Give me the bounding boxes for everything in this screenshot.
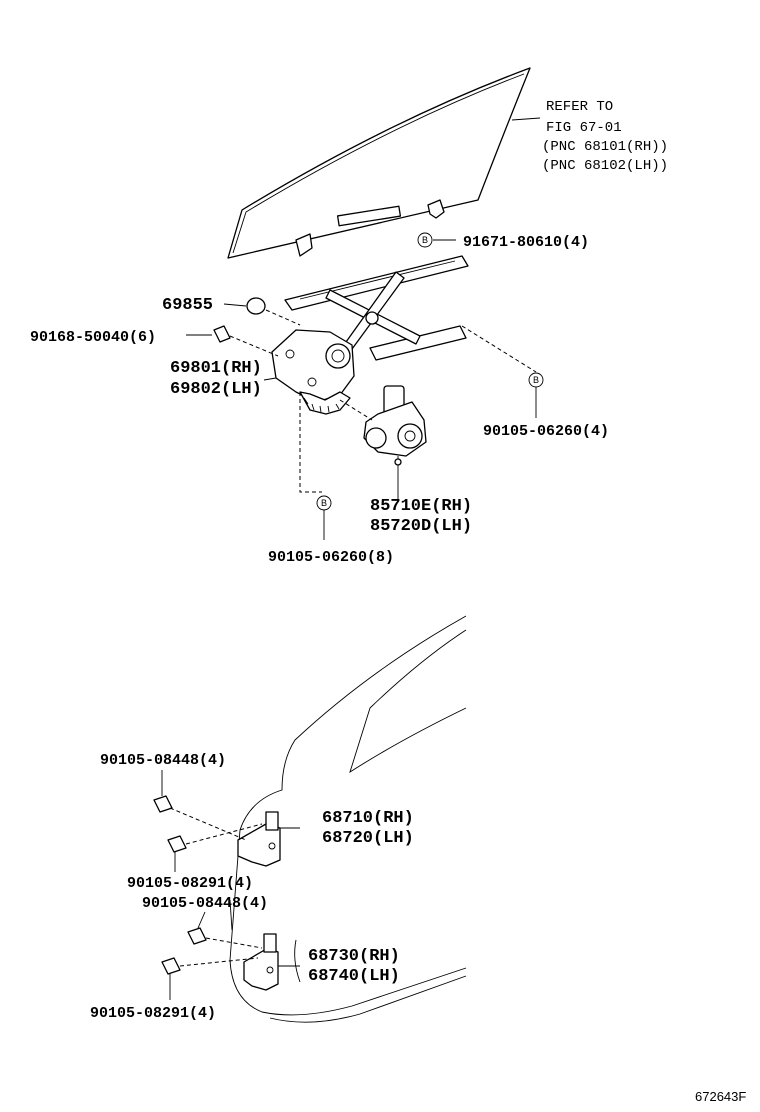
refer-note-line2: FIG 67-01 [546, 120, 622, 136]
bolt-lower-08291-icon [161, 957, 259, 1000]
label-68720-lh: 68720(LH) [322, 829, 414, 848]
label-90105-06260-4: 90105-06260(4) [483, 423, 609, 440]
bolt-upper-08448-icon [153, 770, 247, 841]
callout-b-icon: B [528, 372, 544, 418]
door-body-outline [229, 615, 467, 1023]
upper-hinge [237, 811, 300, 867]
label-90105-06260-8: 90105-06260(8) [268, 549, 394, 566]
label-68740-lh: 68740(LH) [308, 967, 400, 986]
label-91671-80610: 91671-80610(4) [463, 234, 589, 251]
label-69802-lh: 69802(LH) [170, 380, 262, 399]
label-69801-rh: 69801(RH) [170, 359, 262, 378]
part-69855-icon [223, 297, 301, 326]
label-85720d-lh: 85720D(LH) [370, 517, 472, 536]
label-68730-rh: 68730(RH) [308, 947, 400, 966]
label-85710e-rh: 85710E(RH) [370, 497, 472, 516]
window-motor [339, 385, 427, 500]
leader-bolt-b-right [461, 325, 537, 373]
label-90105-08291-lower: 90105-08291(4) [90, 1005, 216, 1022]
label-68710-rh: 68710(RH) [322, 809, 414, 828]
svg-text:B: B [422, 235, 428, 245]
bolt-upper-08291-icon [167, 823, 263, 872]
bolt-lower-08448-icon [187, 911, 263, 949]
door-glass [227, 67, 541, 259]
refer-note: REFER TO FIG 67-01 (PNC 68101(RH)) (PNC … [542, 99, 668, 174]
refer-note-line1: REFER TO [546, 99, 613, 115]
label-90105-08448-upper: 90105-08448(4) [100, 752, 226, 769]
callout-b-icon: B [417, 232, 456, 248]
callout-b-icon: B [316, 495, 332, 540]
svg-text:B: B [321, 498, 327, 508]
label-90168-50040: 90168-50040(6) [30, 329, 156, 346]
figure-id: 672643F [695, 1089, 746, 1104]
lower-hinge [243, 933, 300, 991]
svg-text:B: B [533, 375, 539, 385]
bolt-90168-icon [186, 325, 279, 357]
label-90105-08291-upper: 90105-08291(4) [127, 875, 253, 892]
window-regulator [271, 255, 469, 415]
label-69855: 69855 [162, 296, 213, 315]
leader-bolt-b-lower [299, 392, 322, 493]
refer-note-line4: (PNC 68102(LH)) [542, 158, 668, 174]
label-90105-08448-lower: 90105-08448(4) [142, 895, 268, 912]
refer-note-line3: (PNC 68101(RH)) [542, 139, 668, 155]
